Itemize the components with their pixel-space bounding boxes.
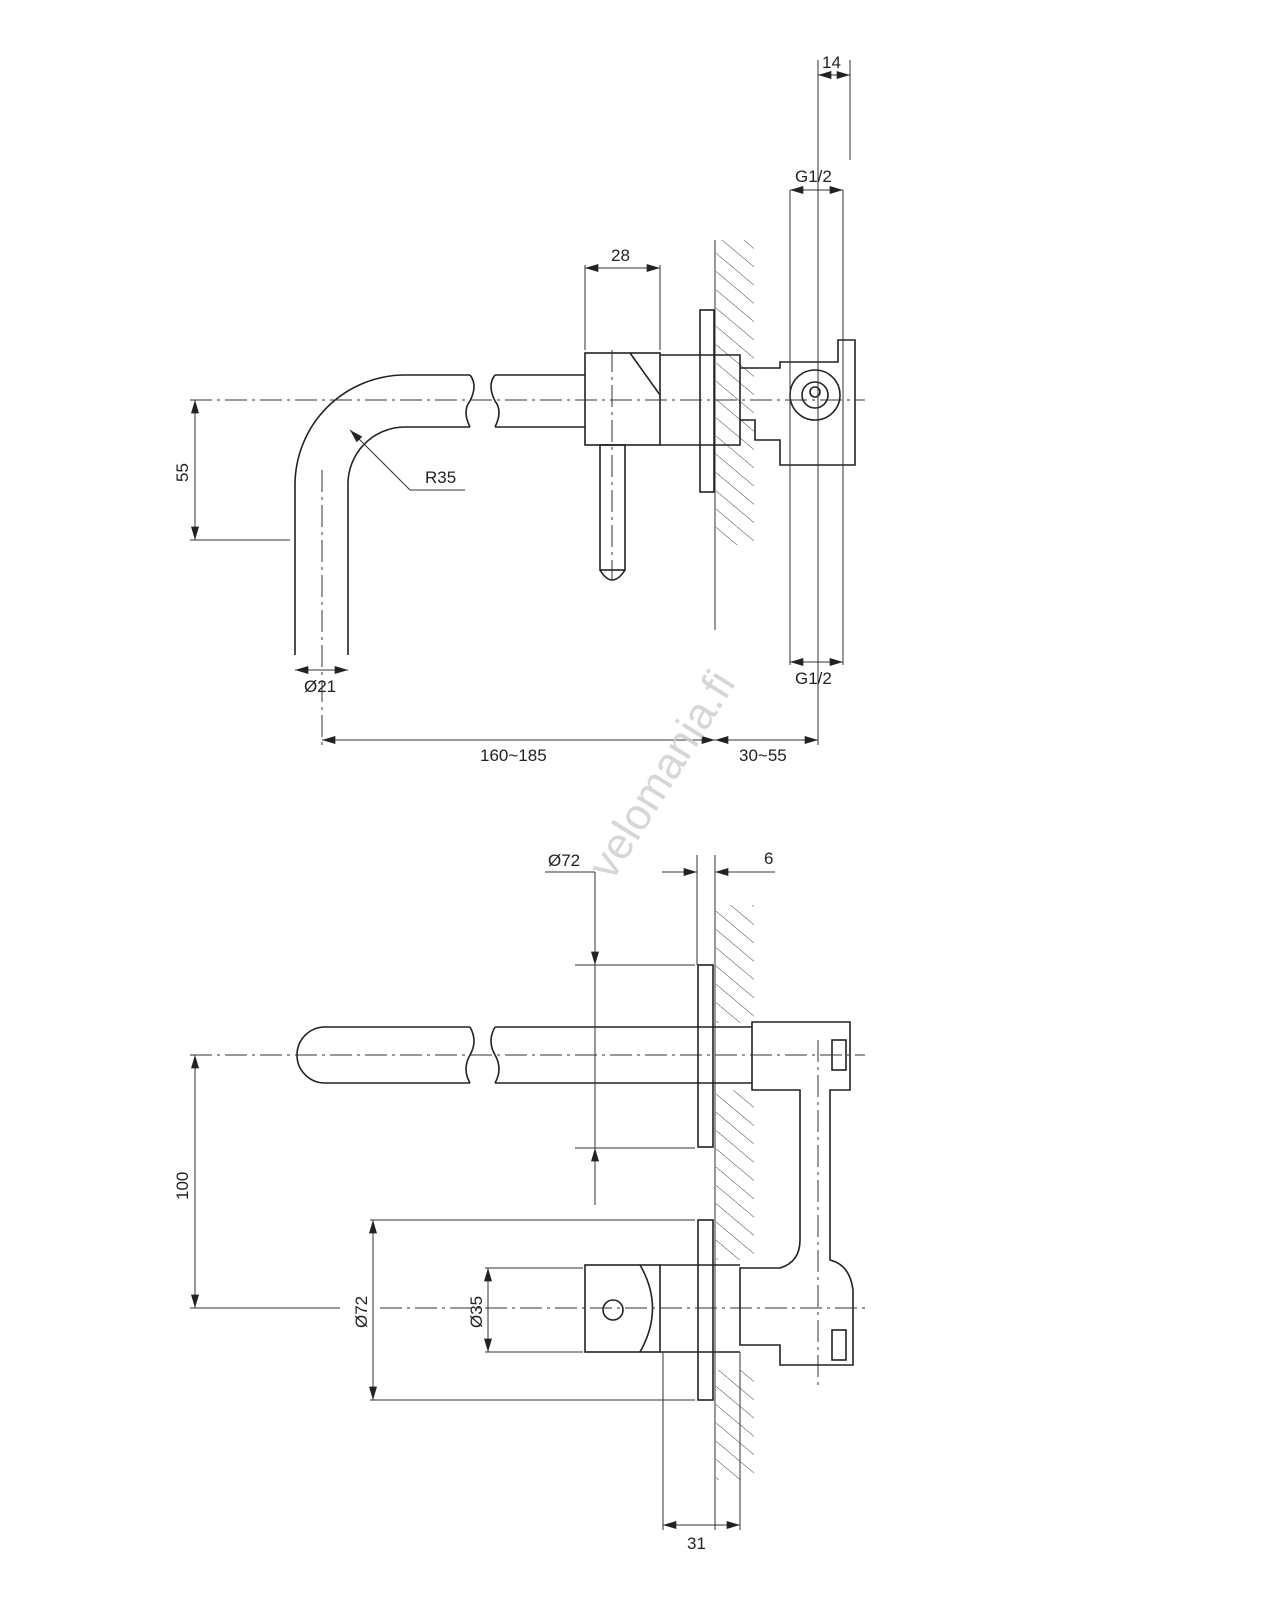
valve-body — [739, 1021, 854, 1366]
dim-d35: Ø35 — [467, 1296, 486, 1328]
dim-d72-side: Ø72 — [352, 1296, 371, 1328]
dim-6: 6 — [764, 849, 773, 868]
dim-d72-top: Ø72 — [548, 851, 580, 870]
handle-screw — [602, 1299, 624, 1321]
wall-plate — [699, 309, 715, 493]
dim-g12-bottom: G1/2 — [795, 669, 832, 688]
watermark: velomania.fi — [579, 662, 745, 887]
dim-30-55: 30~55 — [739, 746, 787, 765]
spout — [294, 374, 470, 655]
dim-14: 14 — [822, 53, 841, 72]
handle-body — [584, 352, 661, 446]
dim-r35: R35 — [425, 468, 456, 487]
wall-hatch — [716, 240, 754, 545]
dim-28: 28 — [611, 246, 630, 265]
wall-plate-lower — [697, 1219, 714, 1401]
side-view: Ø72 6 100 Ø72 Ø35 31 — [173, 849, 865, 1553]
dim-55: 55 — [173, 463, 192, 482]
valve-body — [740, 339, 856, 466]
dim-g12-top: G1/2 — [795, 167, 832, 186]
dim-100: 100 — [173, 1172, 192, 1200]
dim-160-185: 160~185 — [480, 746, 547, 765]
dim-31: 31 — [687, 1534, 706, 1553]
wall-hatch — [716, 905, 754, 1023]
wall-plate-upper — [697, 964, 714, 1148]
top-view: 14 G1/2 28 55 R35 Ø21 G1/2 160~185 30~55 — [173, 53, 865, 765]
dim-d21: Ø21 — [304, 677, 336, 696]
